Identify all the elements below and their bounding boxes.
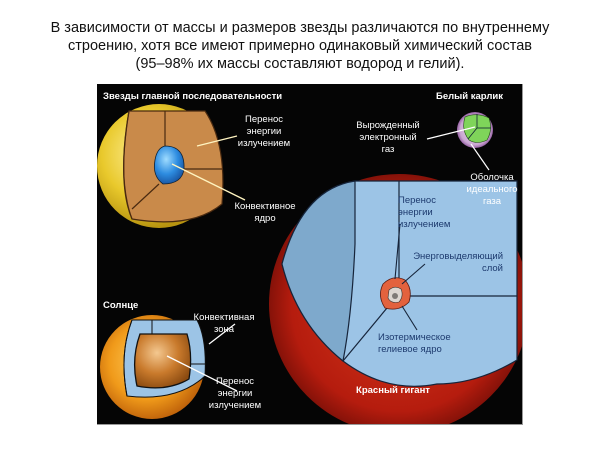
pointer-line [470, 143, 490, 171]
pointer-line [394, 223, 401, 280]
wd-label-degenerate-2: электронный [359, 132, 416, 143]
caption-line-1: В зависимости от массы и размеров звезды… [50, 20, 550, 36]
wd-label-shell-1: Оболочка [470, 172, 514, 183]
sun-star: Солнце Конвективная зона Перенос энергии… [100, 300, 261, 419]
pointer-line [426, 126, 476, 140]
pointer-line [208, 323, 236, 345]
wd-label-degenerate-3: газ [382, 144, 395, 155]
sun-label-radiative-2: энергии [218, 388, 253, 399]
pointer-line [401, 305, 418, 331]
sun-label-radiative-1: Перенос [216, 376, 254, 387]
white-dwarf-star: Белый карлик Вырожденный электронный газ… [356, 91, 517, 207]
sun-label-radiative-3: излучением [209, 400, 261, 411]
rg-label-energy-1: Энерговыделяющий [413, 251, 503, 262]
wd-label-degenerate-1: Вырожденный [356, 120, 419, 131]
wd-label-shell-3: газа [483, 196, 502, 207]
pointer-line [196, 135, 238, 147]
sun-label-convective-2: зона [214, 324, 235, 335]
diagram-canvas: Звезды главной последовательности Перено… [97, 91, 522, 424]
stellar-structure-diagram: Звезды главной последовательности Перено… [97, 84, 523, 425]
label-radiative-2: энергии [247, 126, 282, 137]
white-dwarf-title: Белый карлик [436, 91, 503, 102]
slide-caption: В зависимости от массы и размеров звезды… [0, 19, 600, 73]
sun-title: Солнце [103, 300, 138, 311]
label-core-2: ядро [254, 213, 275, 224]
rg-label-core-1: Изотермическое [378, 332, 451, 343]
label-core-1: Конвективное [234, 201, 295, 212]
main-sequence-star: Звезды главной последовательности Перено… [97, 91, 296, 228]
red-giant-star: Перенос энергии излучением Энерговыделяю… [269, 174, 522, 424]
sun-label-convective-1: Конвективная [194, 312, 255, 323]
rg-label-energy-2: слой [482, 263, 503, 274]
main-sequence-title: Звезды главной последовательности [103, 91, 282, 102]
caption-line-2: строению, хотя все имеют примерно одинак… [68, 38, 532, 54]
red-giant-title: Красный гигант [356, 385, 430, 396]
caption-line-3: (95–98% их массы составляют водород и ге… [135, 56, 465, 72]
rg-label-radiative-2: энергии [398, 207, 433, 218]
rg-label-radiative-1: Перенос [398, 195, 436, 206]
label-radiative-3: излучением [238, 138, 290, 149]
pointer-line [166, 355, 238, 392]
pointer-line [401, 263, 426, 285]
wd-label-shell-2: идеального [467, 184, 518, 195]
rg-label-radiative-3: излучением [398, 219, 450, 230]
label-radiative-1: Перенос [245, 114, 283, 125]
rg-label-core-2: гелиевое ядро [378, 344, 442, 355]
pointer-line [171, 163, 246, 201]
